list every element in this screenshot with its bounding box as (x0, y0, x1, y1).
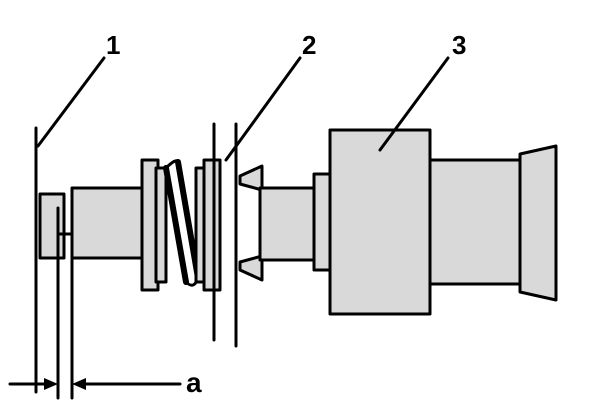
clip-tab-bottom (238, 254, 264, 282)
switch-housing (328, 128, 432, 316)
callout-3: 3 (452, 30, 466, 60)
dimension-label-a: a (186, 367, 202, 398)
dimension-arrow-left (8, 378, 58, 390)
leader-line-1 (36, 56, 106, 148)
return-spring (163, 159, 201, 287)
connector-end (518, 144, 558, 302)
rear-washer (202, 158, 222, 292)
lever-plate (38, 192, 66, 260)
callout-2: 2 (302, 30, 316, 60)
switch-collar (312, 172, 332, 272)
leader-line-3 (378, 56, 450, 152)
switch-plunger (258, 186, 318, 262)
leader-line-2 (224, 56, 302, 162)
plunger-shaft (70, 186, 146, 260)
clip-tab-top (238, 164, 264, 192)
callout-1: 1 (106, 30, 120, 60)
front-washer-inner (154, 166, 168, 284)
dimension-arrow-right (72, 378, 182, 390)
